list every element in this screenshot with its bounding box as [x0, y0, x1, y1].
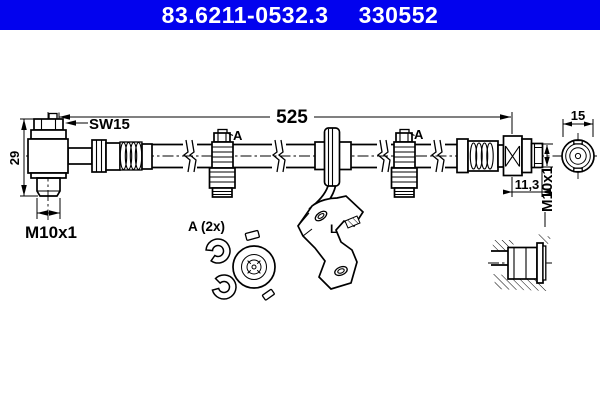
overall-length-label: 525 [276, 107, 308, 128]
banjo-fitting [27, 112, 153, 197]
banjo-height-label: 29 [7, 151, 22, 165]
section-view [491, 234, 551, 291]
bracket-hole-upper [314, 210, 328, 222]
clip-detail-view [202, 229, 276, 303]
drawing-labels: SW15 525 29 M10x1 A A A (2x) L 11,3 M10x… [7, 107, 585, 242]
clip-1-label: A [233, 128, 243, 143]
banjo-thread-label: M10x1 [25, 223, 77, 242]
bracket-hole-lower [334, 265, 348, 277]
female-fitting [456, 135, 544, 177]
title-bar: 83.6211-0532.3 330552 [0, 0, 600, 30]
reference-number: 330552 [358, 1, 439, 28]
end-width-label: 15 [571, 108, 585, 123]
bracket-slot [344, 215, 361, 229]
bracket-mark-label: L [330, 222, 337, 236]
female-depth-label: 11,3 [515, 177, 540, 192]
clip-detail-label: A (2x) [188, 219, 225, 234]
clip-2-label: A [414, 127, 424, 142]
dimension-lines [20, 112, 594, 227]
hex-flats-label: SW15 [89, 116, 130, 133]
mounting-bracket [297, 185, 365, 290]
technical-drawing: SW15 525 29 M10x1 A A A (2x) L 11,3 M10x… [7, 107, 597, 303]
female-thread-label: M10x1 [539, 166, 556, 212]
part-number: 83.6211-0532.3 [161, 1, 329, 28]
end-view [561, 139, 595, 173]
crimp-sleeve-left [119, 141, 153, 171]
clip-a-1 [208, 128, 236, 198]
mount-grommet [314, 127, 352, 187]
crimp-sleeve-right [467, 140, 499, 172]
